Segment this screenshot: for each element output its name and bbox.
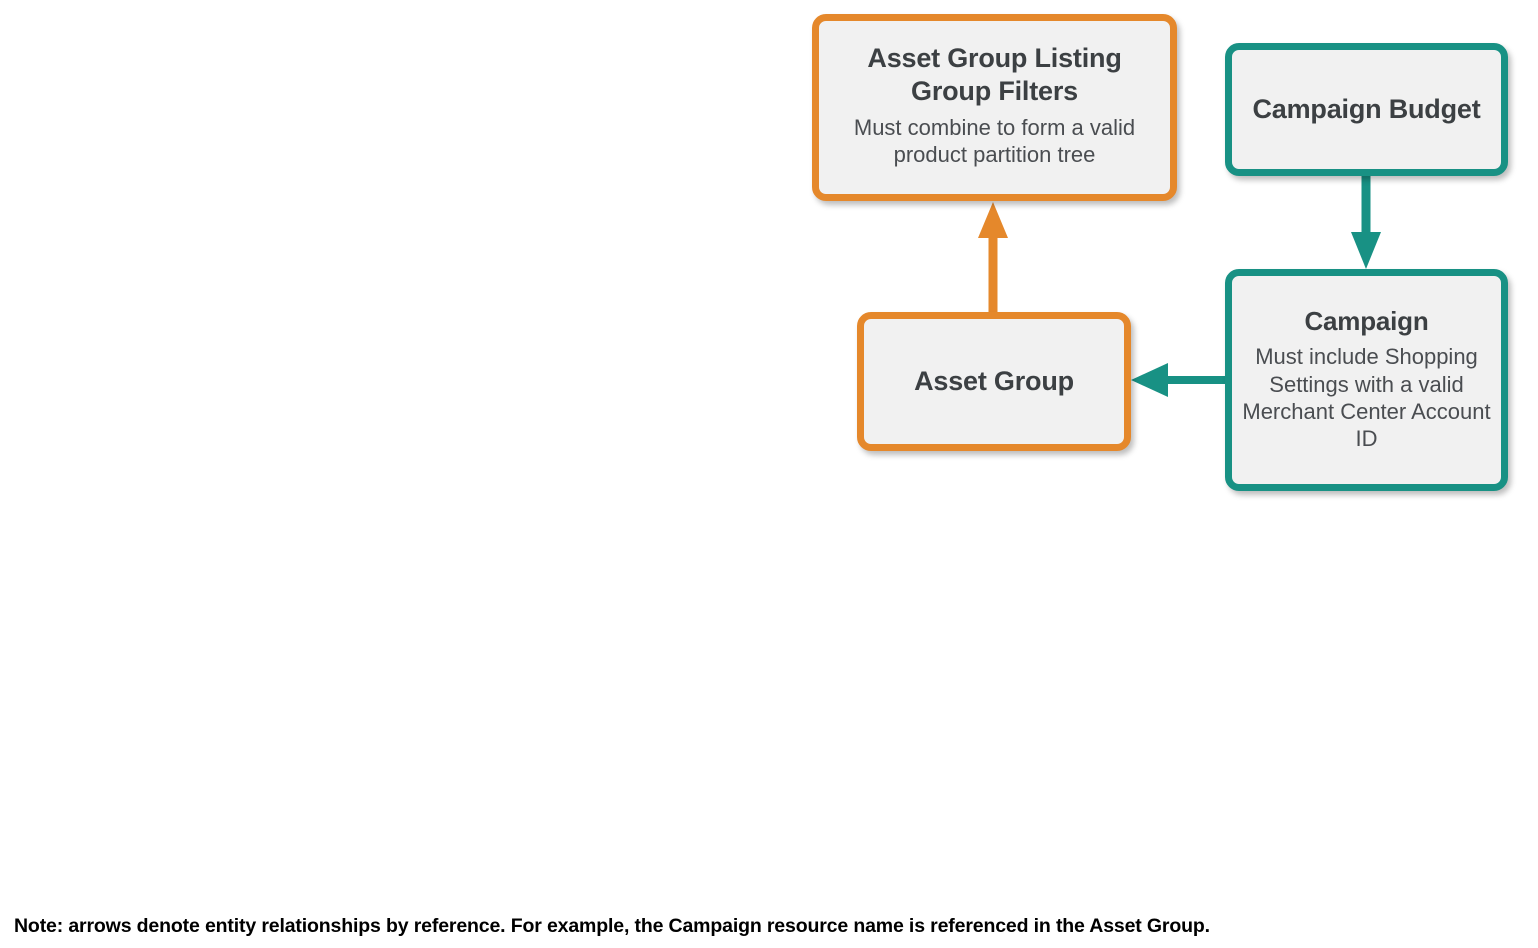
edge-campaign-budget-to-campaign [1351,174,1381,269]
node-title: Campaign [1304,305,1429,336]
node-asset-group[interactable]: Asset Group [857,312,1131,451]
node-description: Must combine to form a valid product par… [853,115,1136,168]
edge-asset-group-to-filters [978,202,1008,313]
node-title: Campaign Budget [1252,94,1481,125]
node-campaign-budget[interactable]: Campaign Budget [1225,43,1508,176]
node-title: Asset Group [914,366,1074,397]
node-asset-group-listing-group-filters[interactable]: Asset Group Listing Group Filters Must c… [812,14,1177,201]
node-campaign[interactable]: Campaign Must include Shopping Settings … [1225,269,1508,491]
node-title: Asset Group Listing Group Filters [867,43,1122,107]
node-description: Must include Shopping Settings with a va… [1242,344,1491,452]
diagram-footnote: Note: arrows denote entity relationships… [14,915,1210,937]
edge-campaign-to-asset-group [1131,363,1226,397]
